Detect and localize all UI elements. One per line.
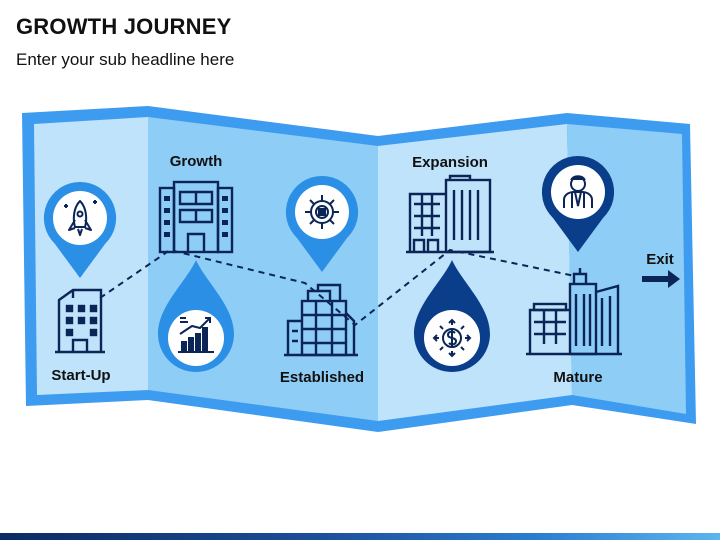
- journey-dashed-path: [99, 248, 576, 327]
- rocket-icon: [64, 200, 97, 236]
- stage-label-established: Established: [280, 369, 364, 386]
- skyscraper-icon: [158, 180, 234, 254]
- mature-buildings-icon: [526, 268, 622, 356]
- growth-chart-icon: [178, 317, 214, 353]
- dollar-arrows-icon: [432, 318, 472, 358]
- mature-pin: [541, 155, 615, 252]
- growth-drop: [158, 260, 234, 372]
- slide-subtitle: Enter your sub headline here: [16, 50, 235, 69]
- established-pin: [285, 175, 359, 272]
- expansion-building-icon: [406, 174, 494, 254]
- stage-label-startup: Start-Up: [51, 367, 110, 384]
- slide-title: GROWTH JOURNEY: [16, 14, 232, 39]
- stage-label-expansion: Expansion: [412, 154, 488, 171]
- expansion-drop: [414, 260, 490, 372]
- stage-label-growth: Growth: [170, 153, 223, 170]
- bottom-accent-bar: [0, 533, 720, 540]
- stage-label-mature: Mature: [553, 369, 602, 386]
- city-buildings-icon: [284, 283, 358, 357]
- startup-pin: [43, 181, 117, 278]
- office-building-icon: [55, 288, 105, 354]
- exit-arrow-icon: [642, 270, 680, 288]
- gear-icon: [305, 195, 339, 229]
- stage-label-exit: Exit: [646, 251, 674, 268]
- businessman-icon: [563, 175, 593, 208]
